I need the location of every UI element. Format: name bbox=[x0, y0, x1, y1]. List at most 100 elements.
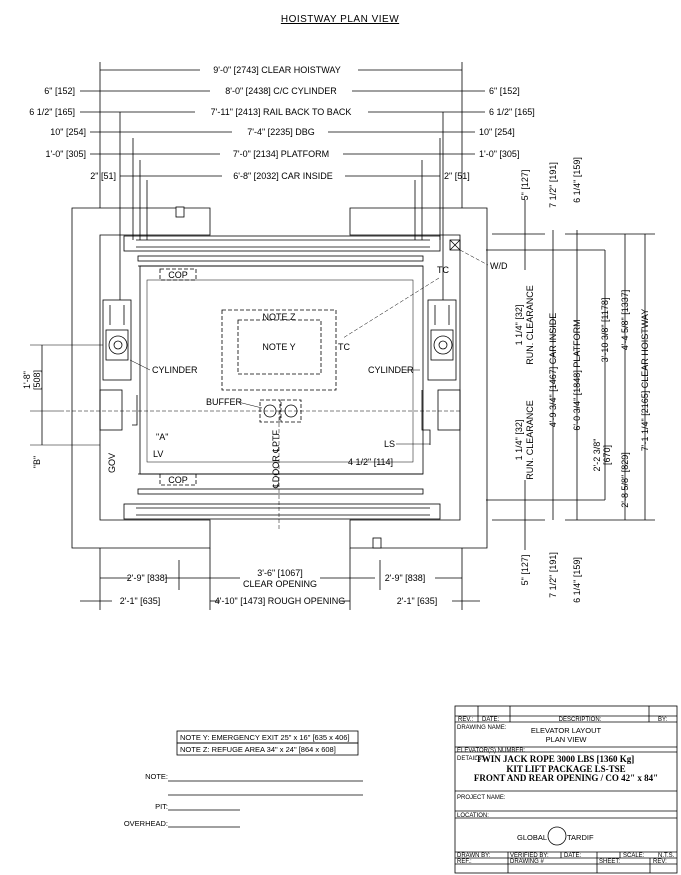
tb-drawing-name-2: PLAN VIEW bbox=[546, 735, 588, 744]
dim-car-inside: 6'-8" [2032] CAR INSIDE bbox=[233, 171, 332, 181]
dim-bottom-left-635: 2'-1" [635] bbox=[120, 596, 160, 606]
dim-rail-left: 6 1/2" [165] bbox=[29, 107, 75, 117]
hoistway-walls bbox=[71, 206, 488, 549]
cylinder-right bbox=[421, 299, 461, 445]
dim-1178: 3'-10 3/8" [1178] bbox=[600, 298, 610, 363]
gov-label: GOV bbox=[107, 453, 117, 473]
dim-b: "B" bbox=[32, 456, 42, 468]
dim-670: 2'-2 3/8" bbox=[592, 439, 602, 472]
cop-top-label: COP bbox=[168, 270, 188, 280]
overhead-label: OVERHEAD: bbox=[124, 819, 168, 828]
buffer-label: BUFFER bbox=[206, 397, 243, 407]
dim-bottom-191: 7 1/2" [191] bbox=[548, 552, 558, 598]
tb-drawing-name-1: ELEVATOR LAYOUT bbox=[531, 726, 602, 735]
cylinder-right-label: CYLINDER bbox=[368, 365, 414, 375]
dim-cyl-left: 6" [152] bbox=[44, 86, 75, 96]
dim-run-clearance-top: 1 1/4" [32] bbox=[514, 305, 524, 346]
dim-cyl-right: 6" [152] bbox=[489, 86, 520, 96]
bottom-dimensions bbox=[80, 548, 480, 610]
refuge-area-note-z bbox=[221, 309, 337, 391]
dim-top-127: 5" [127] bbox=[520, 170, 530, 201]
dim-114: 4 1/2" [114] bbox=[348, 457, 393, 467]
tb-elevator-number-label: ELEVATOR(S) NUMBER: bbox=[457, 748, 526, 754]
dim-bottom-right-635: 2'-1" [635] bbox=[397, 596, 437, 606]
dim-car-right: 2" [51] bbox=[444, 171, 470, 181]
tb-date2: DATE: bbox=[564, 853, 582, 859]
dim-rail-right: 6 1/2" [165] bbox=[489, 107, 535, 117]
tc-top-label: TC bbox=[437, 265, 449, 275]
tb-drawn-by: DRAWN BY: bbox=[457, 853, 491, 859]
logo-global: GLOBAL bbox=[517, 833, 547, 842]
note-z-box bbox=[176, 742, 359, 756]
dim-platform-left: 1'-0" [305] bbox=[46, 149, 86, 159]
cylinder-left bbox=[99, 299, 138, 431]
tb-date: DATE: bbox=[482, 717, 500, 723]
note-y-label: NOTE Y bbox=[262, 342, 295, 352]
tc-label: TC bbox=[338, 342, 350, 352]
clear-opening-label: CLEAR OPENING bbox=[243, 579, 317, 589]
tb-details-1: TWIN JACK ROPE 3000 LBS [1360 Kg] bbox=[476, 754, 635, 764]
tb-drawing-no: DRAWING # bbox=[510, 859, 544, 865]
dim-dbg-left: 10" [254] bbox=[50, 127, 86, 137]
a-label: "A" bbox=[156, 432, 168, 442]
car-platform bbox=[139, 265, 424, 475]
lv-label: LV bbox=[153, 449, 163, 459]
ls-label: LS bbox=[384, 439, 395, 449]
tb-details-3: FRONT AND REAR OPENING / CO 42" x 84" bbox=[474, 773, 658, 783]
dim-508: 1'-8" bbox=[22, 371, 32, 389]
logo-globe-icon bbox=[547, 826, 567, 846]
note-y-text: NOTE Y: EMERGENCY EXIT 25" x 16" [635 x … bbox=[180, 733, 350, 742]
dim-508-mm: [508] bbox=[32, 370, 42, 390]
tb-rev: REV.: bbox=[458, 717, 473, 723]
tb-details-2: KIT LIFT PACKAGE LS-TSE bbox=[506, 764, 625, 774]
wd-box bbox=[449, 239, 461, 251]
dim-1337: 4'-4 5/8" [1337] bbox=[620, 290, 630, 350]
emergency-exit-note-y bbox=[237, 319, 322, 375]
tb-drawing-name-label: DRAWING NAME: bbox=[457, 725, 507, 731]
cop-bottom bbox=[159, 473, 197, 486]
dim-clear-hoistway-depth: 7'-1 1/4" [2165] CLEAR HOISTWAY bbox=[640, 309, 650, 451]
dim-car-inside-depth: 4'-9 3/4" [1467] CAR INSIDE bbox=[548, 313, 558, 427]
dim-cc-cylinder: 8'-0" [2438] C/C CYLINDER bbox=[225, 86, 337, 96]
dim-dbg: 7'-4" [2235] DBG bbox=[247, 127, 314, 137]
dim-bottom-159: 6 1/4" [159] bbox=[572, 557, 582, 603]
dim-rail-back-to-back: 7'-11" [2413] RAIL BACK TO BACK bbox=[211, 107, 352, 117]
note-z-text: NOTE Z: REFUGE AREA 34" x 24" [864 x 608… bbox=[180, 745, 336, 754]
title-block bbox=[454, 705, 678, 874]
dim-clear-hoistway: 9'-0" [2743] CLEAR HOISTWAY bbox=[213, 65, 340, 75]
dim-platform-right: 1'-0" [305] bbox=[479, 149, 519, 159]
dim-dbg-right: 10" [254] bbox=[479, 127, 515, 137]
car-inside bbox=[146, 279, 414, 463]
dim-bottom-right-838: 2'-9" [838] bbox=[385, 573, 425, 583]
dim-829: 2'-8 5/8" [829] bbox=[620, 452, 630, 507]
note-label: NOTE: bbox=[145, 772, 168, 781]
dim-rough-opening: 4'-10" [1473] ROUGH OPENING bbox=[215, 596, 345, 606]
dim-bottom-left-838: 2'-9" [838] bbox=[127, 573, 167, 583]
run-clearance-bottom-label: RUN. CLEARANCE bbox=[525, 400, 535, 480]
cylinder-left-label: CYLINDER bbox=[152, 365, 198, 375]
drawing-title: HOISTWAY PLAN VIEW bbox=[281, 14, 399, 25]
dim-run-clearance-bottom: 1 1/4" [32] bbox=[514, 420, 524, 461]
tb-sheet: SHEET: bbox=[599, 859, 620, 865]
top-dimensions bbox=[80, 62, 485, 300]
tb-rev2: REV: bbox=[653, 859, 667, 865]
run-clearance-top-label: RUN. CLEARANCE bbox=[525, 285, 535, 365]
cop-bottom-label: COP bbox=[168, 475, 188, 485]
tb-project-name-label: PROJECT NAME: bbox=[457, 795, 506, 801]
dim-670-mm: [670] bbox=[602, 445, 612, 465]
dim-clear-opening: 3'-6" [1067] bbox=[257, 568, 302, 578]
cop-top bbox=[159, 268, 197, 281]
tb-details-label: DETAILS: bbox=[457, 756, 484, 762]
wd-label: W/D bbox=[490, 261, 508, 271]
tb-by: BY: bbox=[658, 717, 668, 723]
tb-scale: N.T.S. bbox=[658, 853, 675, 859]
dim-top-159: 6 1/4" [159] bbox=[572, 157, 582, 203]
tb-verified-by: VERIFIED BY: bbox=[510, 853, 549, 859]
tb-ref: REF.: bbox=[457, 859, 472, 865]
tb-scale-label: SCALE: bbox=[623, 853, 645, 859]
buffers bbox=[259, 399, 302, 423]
dim-platform: 7'-0" [2134] PLATFORM bbox=[233, 149, 329, 159]
dim-bottom-127: 5" [127] bbox=[520, 555, 530, 586]
note-z-label: NOTE Z bbox=[263, 312, 297, 322]
